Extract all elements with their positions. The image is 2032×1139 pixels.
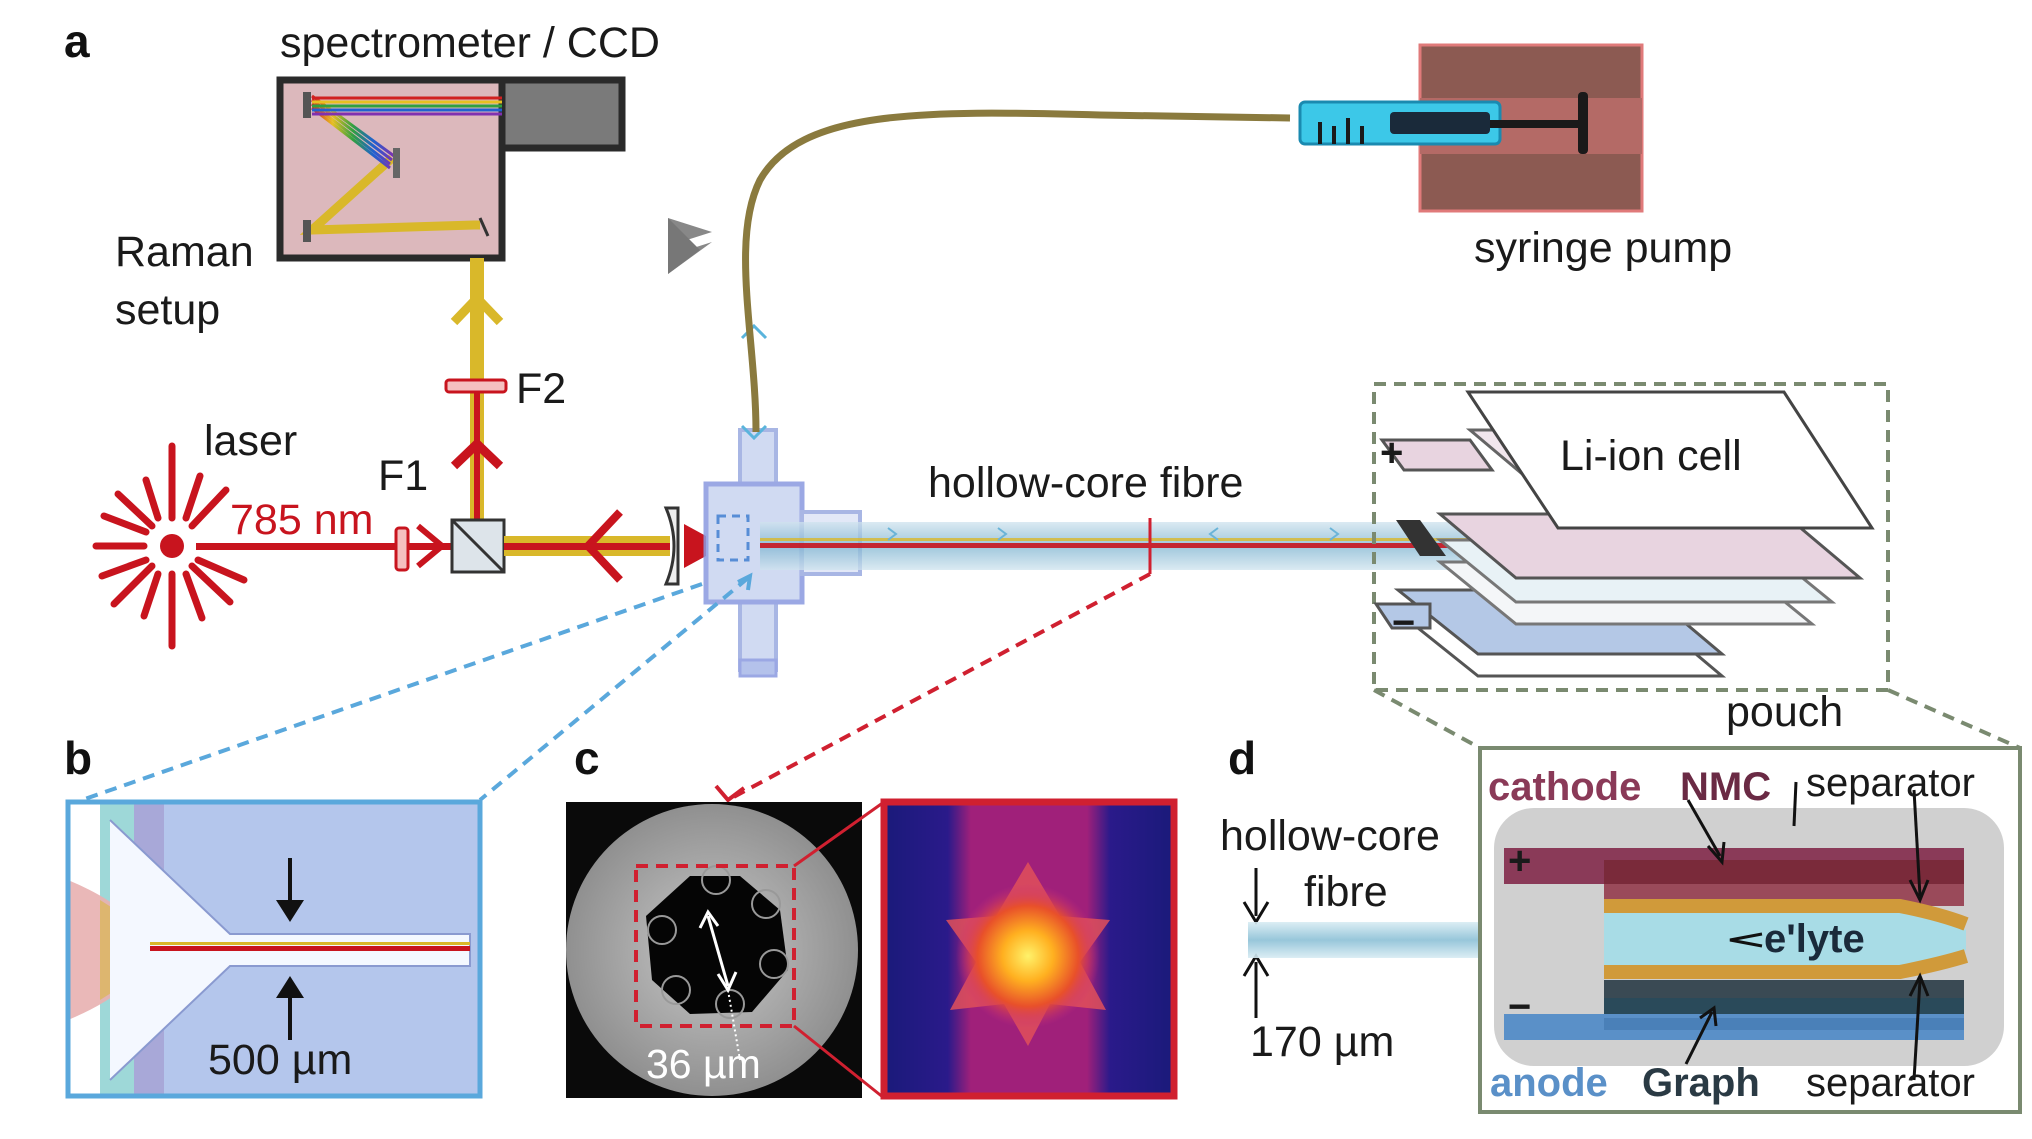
cell-plus-label: + [1380, 431, 1403, 475]
flow-arrow-up [740, 323, 768, 340]
beam-arrow-up-red [450, 437, 504, 470]
pouch-cross-section [1478, 746, 2022, 1114]
spectrometer-mirror-output [478, 217, 490, 237]
wavelength-label: 785 nm [230, 496, 373, 544]
panel-d-label: d [1228, 732, 1256, 784]
callout-lines-c [793, 800, 885, 1100]
c-scale-label: 36 µm [646, 1041, 761, 1087]
cell-minus-label: − [1392, 601, 1415, 645]
panel-b-label: b [64, 732, 92, 784]
li-ion-label: Li-ion cell [1560, 432, 1742, 480]
d-fibre-label-line1: hollow-core [1220, 812, 1440, 860]
valve [668, 218, 712, 274]
filter-f1 [394, 526, 410, 572]
nmc-label: NMC [1680, 765, 1771, 809]
coupling-beam [504, 509, 670, 583]
elyte-label: e'lyte [1764, 917, 1865, 961]
panel-b-inset [65, 799, 483, 1099]
callout-arrowhead-b [737, 572, 753, 591]
laser-beam [196, 543, 456, 550]
syringe-pump [1298, 43, 1644, 213]
panel-c-label: c [574, 732, 600, 784]
spectrometer [276, 76, 626, 262]
grating [393, 148, 400, 178]
raman-return-beam [450, 258, 504, 554]
separator-bottom-label: separator [1806, 1061, 1975, 1105]
d-fibre-label-line2: fibre [1304, 868, 1388, 916]
pouch-label: pouch [1726, 688, 1843, 736]
callout-arrowhead-c [714, 784, 746, 803]
laser-label: laser [204, 417, 297, 465]
d-minus-label: − [1508, 985, 1531, 1029]
objective-lens [663, 506, 706, 586]
cathode-label: cathode [1488, 765, 1641, 809]
mode-profile-image [880, 798, 1178, 1100]
beam-arrow-up-yellow [450, 291, 504, 326]
raman-label-line1: Raman [115, 228, 254, 276]
fibre-label: hollow-core fibre [928, 459, 1243, 507]
raman-label-line2: setup [115, 286, 220, 334]
syringe-pump-label: syringe pump [1474, 224, 1732, 272]
d-scale-label: 170 µm [1250, 1018, 1394, 1066]
anode-label: anode [1490, 1061, 1608, 1105]
capillary-tube [742, 109, 1291, 433]
spectrometer-beam-path [299, 94, 502, 235]
beam-arrow-right [416, 523, 447, 569]
spectrometer-label: spectrometer / CCD [280, 19, 660, 67]
filter-f2 [444, 378, 508, 394]
flow-arrow-down [740, 424, 768, 441]
spectrometer-mirror-top [303, 92, 311, 118]
spectrometer-mirror-bottom [303, 220, 311, 242]
laser-source [92, 442, 248, 650]
cell-callout-box [1372, 382, 1890, 692]
callout-lines [81, 572, 2021, 802]
f2-label: F2 [516, 365, 566, 413]
graph-label: Graph [1642, 1061, 1760, 1105]
f1-label: F1 [378, 452, 428, 500]
panel-a-label: a [64, 15, 90, 67]
li-ion-cell [1372, 382, 1890, 692]
d-plus-label: + [1508, 839, 1531, 883]
beam-splitter [450, 518, 506, 574]
separator-top-label: separator [1806, 761, 1975, 805]
b-scale-label: 500 µm [208, 1036, 352, 1084]
